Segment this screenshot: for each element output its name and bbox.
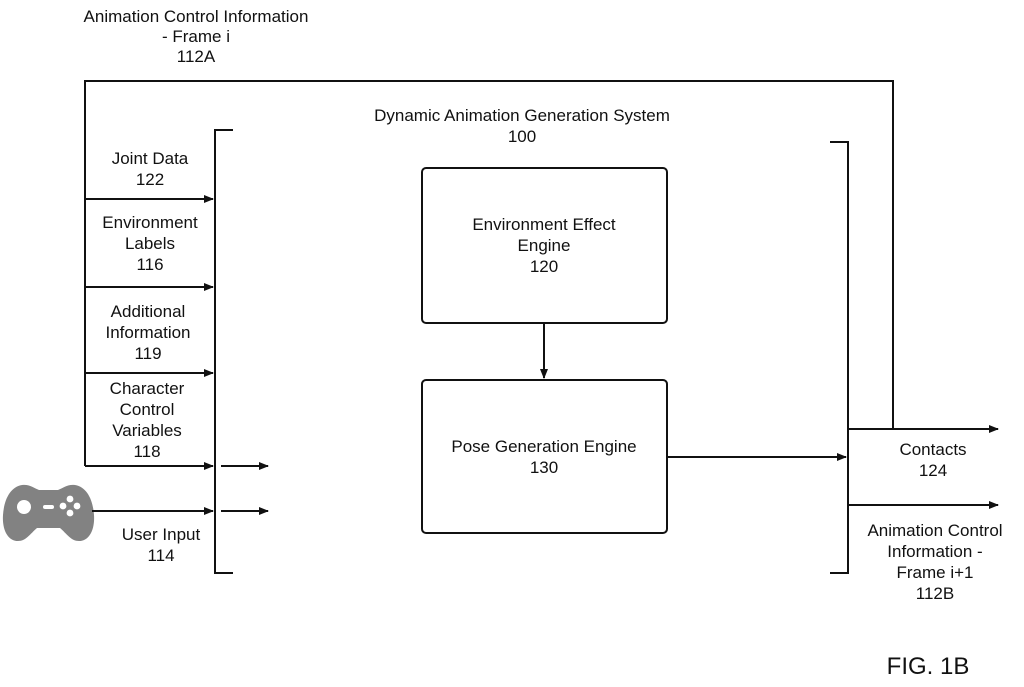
gamepad-icon <box>2 484 95 541</box>
animation-control-output-id: 112B <box>916 584 954 603</box>
additional-information-label-line2: Information <box>105 323 190 342</box>
figure-label: FIG. 1B <box>887 653 970 680</box>
joint-data-id: 122 <box>136 170 164 189</box>
top-input-label-id: 112A <box>177 47 216 66</box>
top-input-label-line2: - Frame i <box>162 27 230 46</box>
animation-control-output-label-line1: Animation Control <box>867 521 1002 540</box>
top-input-label-line1: Animation Control Information <box>84 7 309 26</box>
additional-information-id: 119 <box>134 344 161 363</box>
system-id: 100 <box>508 127 536 146</box>
feedback-loop-line <box>84 80 894 466</box>
environment-labels-id: 116 <box>136 255 163 274</box>
pose-generation-engine-label: Pose Generation Engine <box>451 437 636 456</box>
environment-effect-engine-id: 120 <box>530 257 558 276</box>
additional-information-label-line1: Additional <box>111 302 186 321</box>
animation-control-output-label-line2: Information - <box>887 542 982 561</box>
character-control-label-line1: Character <box>110 379 185 398</box>
input-bracket <box>214 129 233 574</box>
user-input-label: User Input <box>122 525 201 544</box>
output-bracket <box>830 141 849 574</box>
pose-generation-engine-box <box>421 379 668 534</box>
environment-effect-engine-label-line1: Environment Effect <box>472 215 616 234</box>
joint-data-label: Joint Data <box>112 149 189 168</box>
character-control-label-line2: Control <box>120 400 175 419</box>
environment-effect-engine-label-line2: Engine <box>518 236 571 255</box>
animation-control-output-label-line3: Frame i+1 <box>897 563 974 582</box>
user-input-id: 114 <box>147 546 174 565</box>
environment-labels-label-line2: Labels <box>125 234 175 253</box>
character-control-id: 118 <box>133 442 160 461</box>
character-control-label-line3: Variables <box>112 421 182 440</box>
system-title: Dynamic Animation Generation System <box>374 106 670 125</box>
pose-generation-engine-id: 130 <box>530 458 558 477</box>
environment-labels-label-line1: Environment <box>102 213 198 232</box>
contacts-label: Contacts <box>899 440 966 459</box>
contacts-id: 124 <box>919 461 947 480</box>
